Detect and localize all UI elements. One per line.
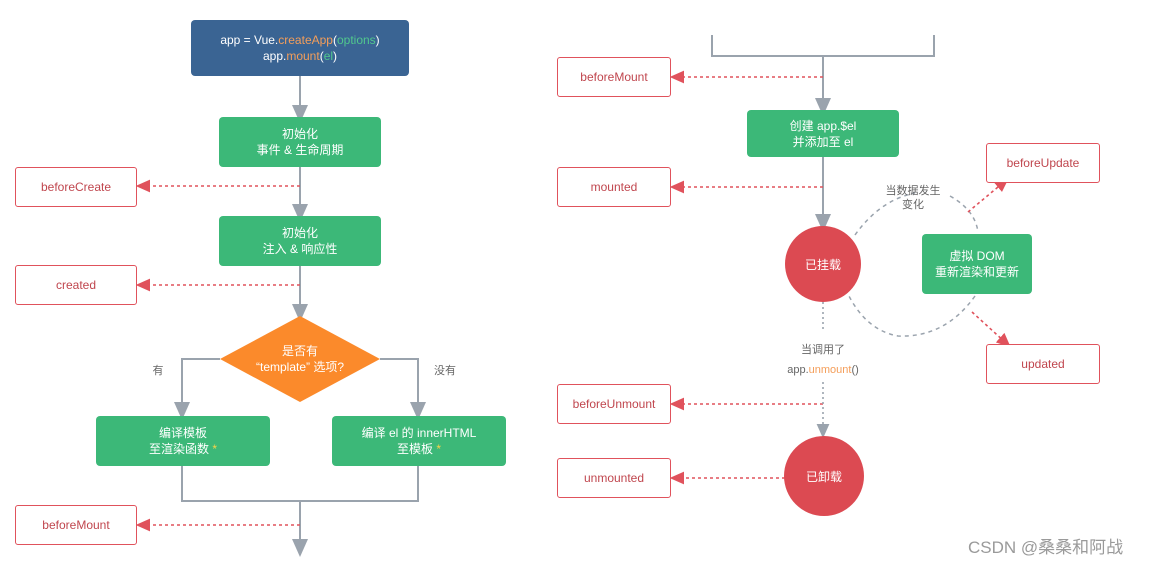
create-app-node: app = Vue.createApp(options) app.mount(e…	[191, 20, 409, 76]
no-label: 没有	[434, 365, 456, 377]
yes-label: 有	[152, 365, 164, 377]
init-inject-node: 初始化 注入 & 响应性	[219, 216, 381, 266]
el-arg: el	[323, 49, 334, 63]
template-decision-diamond	[220, 316, 380, 402]
created-hook: created	[15, 265, 137, 305]
virtual-dom-node: 虚拟 DOM 重新渲染和更新	[922, 234, 1032, 294]
data-change-label: 当数据发生 变化	[885, 185, 941, 211]
no-branch	[380, 358, 426, 420]
updated-hook: updated	[986, 344, 1100, 384]
decision-text: 是否有 “template” 选项?	[255, 344, 345, 374]
watermark: CSDN @桑桑和阿战	[968, 538, 1124, 557]
mounted-state-circle: 已挂载	[785, 226, 861, 302]
unmount-fn: unmount	[808, 364, 852, 376]
yes-branch	[174, 358, 220, 420]
before-create-hook: beforeCreate	[15, 167, 137, 207]
incoming-bracket	[711, 35, 935, 57]
update-loop-arc	[846, 291, 976, 337]
before-mount-hook-left: beforeMount	[15, 505, 137, 545]
unmounted-state-circle: 已卸载	[784, 436, 864, 516]
unmount-call-label: 当调用了 app.unmount()	[787, 344, 859, 376]
asterisk-mark: *	[436, 442, 442, 456]
mount-fn: mount	[286, 49, 320, 63]
create-el-node: 创建 app.$el 并添加至 el	[747, 110, 899, 157]
mount-line2: app.mount(el)	[262, 49, 338, 63]
update-loop-arc	[949, 195, 979, 233]
mounted-hook: mounted	[557, 167, 671, 207]
before-mount-hook: beforeMount	[557, 57, 671, 97]
compile-template-node: 编译模板 至渲染函数 *	[96, 416, 270, 466]
hook-arrow	[967, 177, 1009, 213]
create-app-line1: app = Vue.createApp(options)	[220, 33, 380, 47]
before-update-hook: beforeUpdate	[986, 143, 1100, 183]
compile-el-node: 编译 el 的 innerHTML 至模板 *	[332, 416, 506, 466]
before-unmount-hook: beforeUnmount	[557, 384, 671, 424]
init-events-node: 初始化 事件 & 生命周期	[219, 117, 381, 167]
create-app-fn: createApp	[278, 33, 333, 47]
unmounted-hook: unmounted	[557, 458, 671, 498]
options-arg: options	[336, 33, 376, 47]
hook-arrow	[971, 311, 1011, 348]
asterisk-mark: *	[212, 442, 218, 456]
merge-line	[181, 466, 419, 502]
